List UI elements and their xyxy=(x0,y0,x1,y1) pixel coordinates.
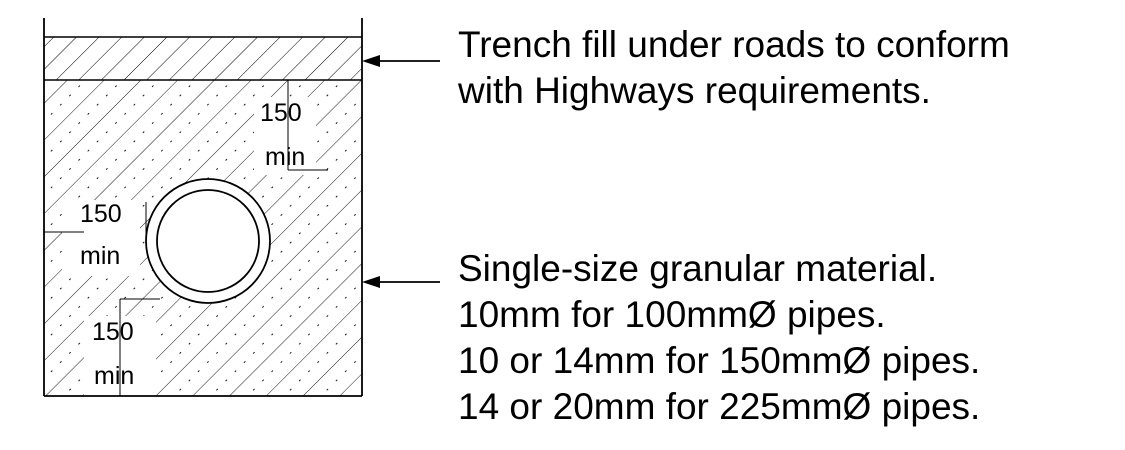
dimension-bottom-value: 150 xyxy=(92,318,134,346)
trench-fill-leader-arrow xyxy=(362,55,440,67)
trench-fill-note-line-1: Trench fill under roads to conform xyxy=(458,24,1010,65)
granular-note-line-1: Single-size granular material. xyxy=(458,248,938,289)
dimension-bottom-unit: min xyxy=(94,362,134,390)
dimension-top-value: 150 xyxy=(260,99,302,127)
trench-fill-note: Trench fill under roads to conform with … xyxy=(458,22,1010,114)
granular-note-line-4: 14 or 20mm for 225mmØ pipes. xyxy=(458,386,981,427)
granular-material-note: Single-size granular material. 10mm for … xyxy=(458,246,980,430)
dimension-top-unit: min xyxy=(265,143,305,171)
trench-fill-layer xyxy=(44,37,362,80)
dimension-side: 150 min xyxy=(44,200,147,270)
pipe-inner-bore xyxy=(156,189,260,293)
dimension-side-unit: min xyxy=(80,242,120,270)
dimension-bottom: 150 min xyxy=(92,298,160,396)
granular-note-line-2: 10mm for 100mmØ pipes. xyxy=(458,294,886,335)
dimension-side-value: 150 xyxy=(80,200,122,228)
granular-leader-arrow xyxy=(362,276,440,288)
granular-note-line-3: 10 or 14mm for 150mmØ pipes. xyxy=(458,340,981,381)
trench-fill-note-line-2: with Highways requirements. xyxy=(458,70,931,111)
dimension-top: 150 min xyxy=(260,80,328,171)
